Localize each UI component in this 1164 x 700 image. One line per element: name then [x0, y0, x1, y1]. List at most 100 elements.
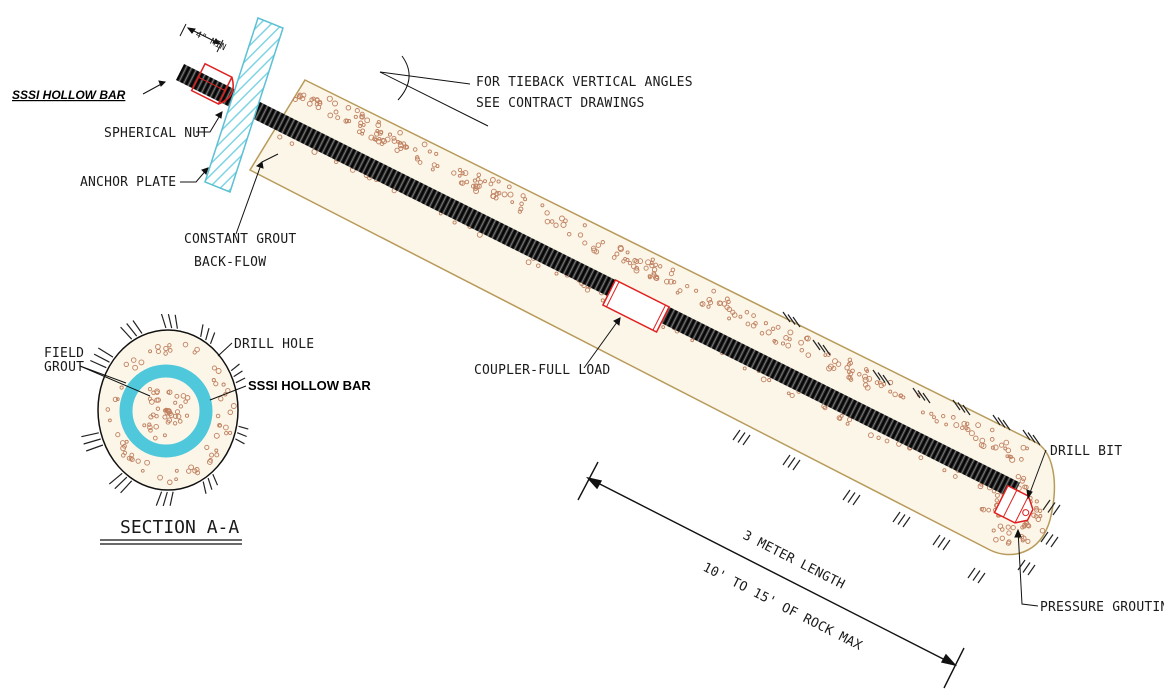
section-aggregate-dot [186, 468, 192, 474]
section-aggregate-dot [174, 409, 181, 415]
aggregate-dot [789, 392, 795, 399]
field-label: FIELD [44, 346, 84, 361]
section-aggregate-dot [122, 443, 127, 449]
section-aggregate-dot [174, 468, 179, 473]
hollow-bar [175, 63, 1021, 499]
aggregate-dot [361, 122, 366, 127]
aggregate-dot [476, 172, 482, 178]
aggregate-dot [952, 474, 958, 479]
aggregate-dot [544, 210, 550, 216]
rock-hatch-stroke [1022, 429, 1031, 441]
section-aggregate-dot [172, 421, 178, 426]
rock-hatch-stroke [882, 374, 891, 386]
aggregate-dot [1025, 538, 1031, 544]
section-aggregate-dot [163, 345, 169, 352]
aggregate-dot [645, 259, 652, 266]
aggregate-dot [625, 258, 630, 262]
rock-hatch-stroke [942, 539, 951, 551]
section-hatch-stroke [160, 313, 167, 329]
section-aggregate-dot [167, 343, 172, 348]
aggregate-dot [716, 300, 723, 307]
rock-hatch [732, 311, 1061, 584]
aggregate-dot [517, 209, 523, 214]
section-hatch-stroke [90, 359, 107, 369]
aggregate-dot [742, 366, 747, 371]
aggregate-dot [804, 335, 809, 341]
aggregate-dot [464, 179, 470, 185]
aggregate-dot [412, 147, 418, 152]
section-aggregate-dot [227, 409, 234, 416]
section-aggregate-dot [208, 458, 213, 463]
aggregate-dot [835, 361, 842, 367]
aggregate-dot [549, 219, 555, 224]
aggregate-dot [770, 326, 776, 331]
section-aggregate-dot [147, 424, 153, 431]
aggregate-dot [375, 122, 382, 128]
section-aggregate-dot [132, 364, 138, 371]
aggregate-dot [435, 164, 440, 169]
rock-hatch-stroke [872, 369, 881, 381]
section-aggregate-dot [230, 403, 237, 409]
aggregate-dot [376, 139, 382, 145]
aggregate-dot [772, 338, 777, 343]
aggregate-dot [862, 376, 869, 383]
aggregate-dot [398, 146, 404, 151]
section-aggregate-dot [223, 424, 229, 431]
rock-hatch-stroke [992, 414, 1001, 426]
aggregate-dot [832, 358, 838, 365]
section-aggregate-dot [126, 455, 132, 461]
aggregate-dot [452, 220, 457, 225]
aggregate-dot [651, 267, 658, 273]
section-aggregate-dot [155, 397, 161, 403]
aggregate-dot [765, 329, 772, 336]
aggregate-dot [694, 288, 699, 293]
aggregate-dot [1019, 478, 1025, 484]
constant-grout-label: CONSTANT GROUT [184, 232, 296, 247]
aggregate-dot [1000, 527, 1005, 532]
section-aggregate-dot [211, 365, 217, 371]
aggregate-dot [398, 140, 403, 145]
aggregate-dot [961, 420, 967, 427]
aggregate-dot [805, 352, 812, 358]
aggregate-dot [523, 197, 528, 202]
section-leaders [79, 342, 247, 401]
aggregate-dot [892, 391, 898, 398]
rock-hatch-stroke [937, 537, 946, 548]
aggregate-dot [359, 113, 366, 120]
section-aggregate-dot [148, 399, 155, 405]
section-aggregate-dot [184, 413, 190, 418]
aggregate-dot [1038, 514, 1043, 518]
aggregate-dot [306, 100, 313, 107]
aggregate-dot [544, 218, 551, 225]
aggregate-dot [750, 322, 757, 329]
aggregate-dot [643, 265, 649, 271]
aggregate-dot [973, 435, 979, 442]
aggregate-dot [786, 391, 791, 396]
rock-hatch-stroke [897, 514, 906, 525]
rock-hatch-stroke [912, 387, 921, 399]
aggregate-dot [387, 132, 393, 137]
section-aggregate-dot [214, 452, 220, 458]
aggregate-dot [417, 160, 423, 165]
section-a-a [79, 313, 249, 545]
aggregate-dot [1035, 516, 1041, 523]
aggregate-dot [780, 341, 786, 346]
section-hatch-stroke [169, 491, 174, 506]
section-aggregate-dot [167, 479, 173, 486]
aggregate-dot [519, 201, 524, 207]
aggregate-dot [990, 445, 995, 450]
rock-hatch-stroke [877, 372, 886, 383]
rock-hatch-stroke [1050, 536, 1059, 548]
aggregate-dot [960, 425, 965, 431]
aggregate-dot [554, 271, 559, 276]
section-aggregate-dot [119, 385, 124, 390]
rock-hatch-stroke [1047, 502, 1056, 513]
aggregate-dot [664, 278, 670, 285]
aggregate-dot [345, 105, 352, 111]
aggregate-dot [964, 426, 969, 431]
aggregate-dot [826, 365, 833, 372]
section-aggregate-dot [192, 350, 197, 355]
aggregate-dot [989, 437, 995, 442]
section-aggregate-dot [184, 395, 191, 401]
section-aggregate-dot [148, 428, 153, 433]
